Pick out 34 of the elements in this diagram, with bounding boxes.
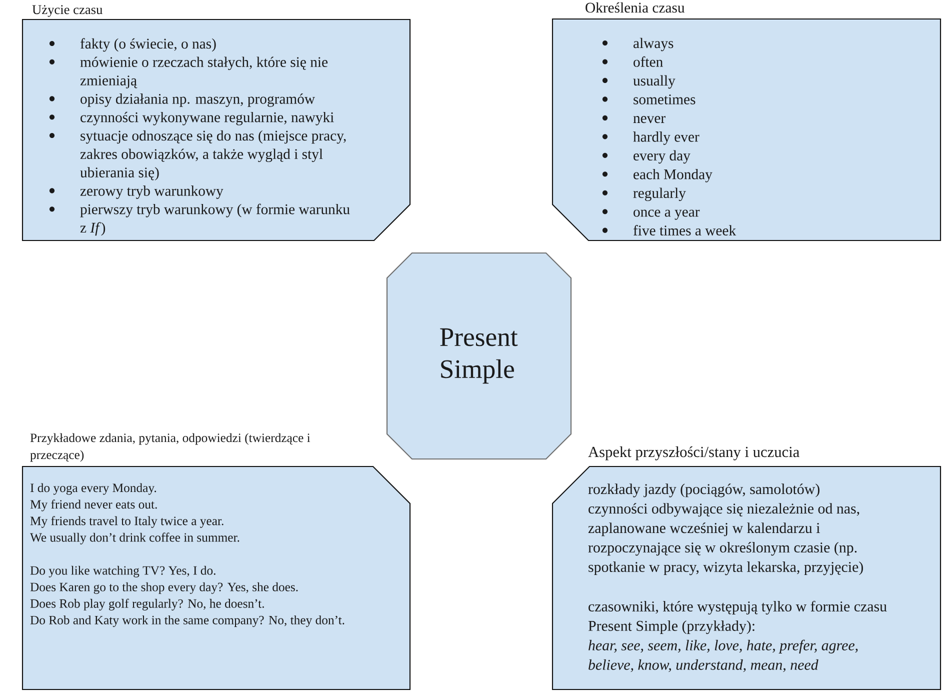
list-item: pierwszy tryb warunkowy (w formie warunku z If) — [80, 204, 350, 236]
example-sentence: My friend never eats out. — [30, 500, 157, 512]
section-heading: Określenia czasu — [586, 2, 685, 13]
list-item: often — [634, 56, 663, 67]
paragraph: rozkłady jazdy (pociągów, samolotów) — [588, 484, 820, 498]
list-item: hardly ever — [633, 132, 700, 145]
list-item: regularly — [633, 188, 686, 202]
list-item: each Monday — [634, 168, 712, 182]
octagon-box: Present Simple — [386, 252, 572, 460]
list-item: never — [633, 116, 666, 124]
example-sentence: Does Karen go to the shop every day? Yes, she does. — [30, 582, 298, 594]
list-item: czynności wykonywane regularnie, nawyki — [80, 112, 334, 126]
paragraph: hear, see, seem, like, love, hate, prefer, agree, believe, know, understand, mean, need — [588, 640, 858, 672]
section-heading: Aspekt przyszłości/stany i uczucia — [588, 446, 800, 460]
list-item: zerowy tryb warunkowy — [80, 186, 224, 199]
paragraph: czynności odbywające się niezależnie od nas, zaplanowane wcześniej w kalendarzu i rozpoczynające się w określonym czasie (np. spotkanie w pracy, wizyta lekarska, przyjęcie) — [588, 503, 863, 576]
example-sentence: Does Rob play golf regularly? No, he doesn’t. — [30, 598, 264, 610]
example-sentence: Do you like watching TV? Yes, I do. — [30, 566, 216, 578]
example-sentence: We usually don’t drink coffee in summer. — [30, 532, 240, 544]
list-item: five times a week — [633, 225, 736, 236]
list-item: once a year — [634, 210, 700, 220]
list-item: sometimes — [634, 94, 696, 104]
list-item: opisy działania np. maszyn, programów — [80, 94, 315, 107]
section-heading: Użycie czasu — [32, 5, 102, 17]
list-item: every day — [634, 150, 690, 164]
list-item: fakty (o świecie, o nas) — [80, 38, 216, 52]
list-item: always — [634, 38, 674, 52]
section-heading: Przykładowe zdania, pytania, odpowiedzi (twierdzące i przeczące) — [30, 433, 310, 462]
list-item: usually — [633, 75, 676, 89]
paragraph: czasowniki, które występują tylko w formie czasu Present Simple (przykłady): — [588, 600, 887, 634]
example-sentence: Do Rob and Katy work in the same company? No, they don’t. — [30, 615, 344, 627]
list-item: sytuacje odnoszące się do nas (miejsce pracy, zakres obowiązków, a także wygląd i styl ubierania się) — [80, 130, 346, 180]
example-sentence: My friends travel to Italy twice a year. — [30, 516, 224, 528]
example-sentence: I do yoga every Monday. — [30, 483, 156, 495]
